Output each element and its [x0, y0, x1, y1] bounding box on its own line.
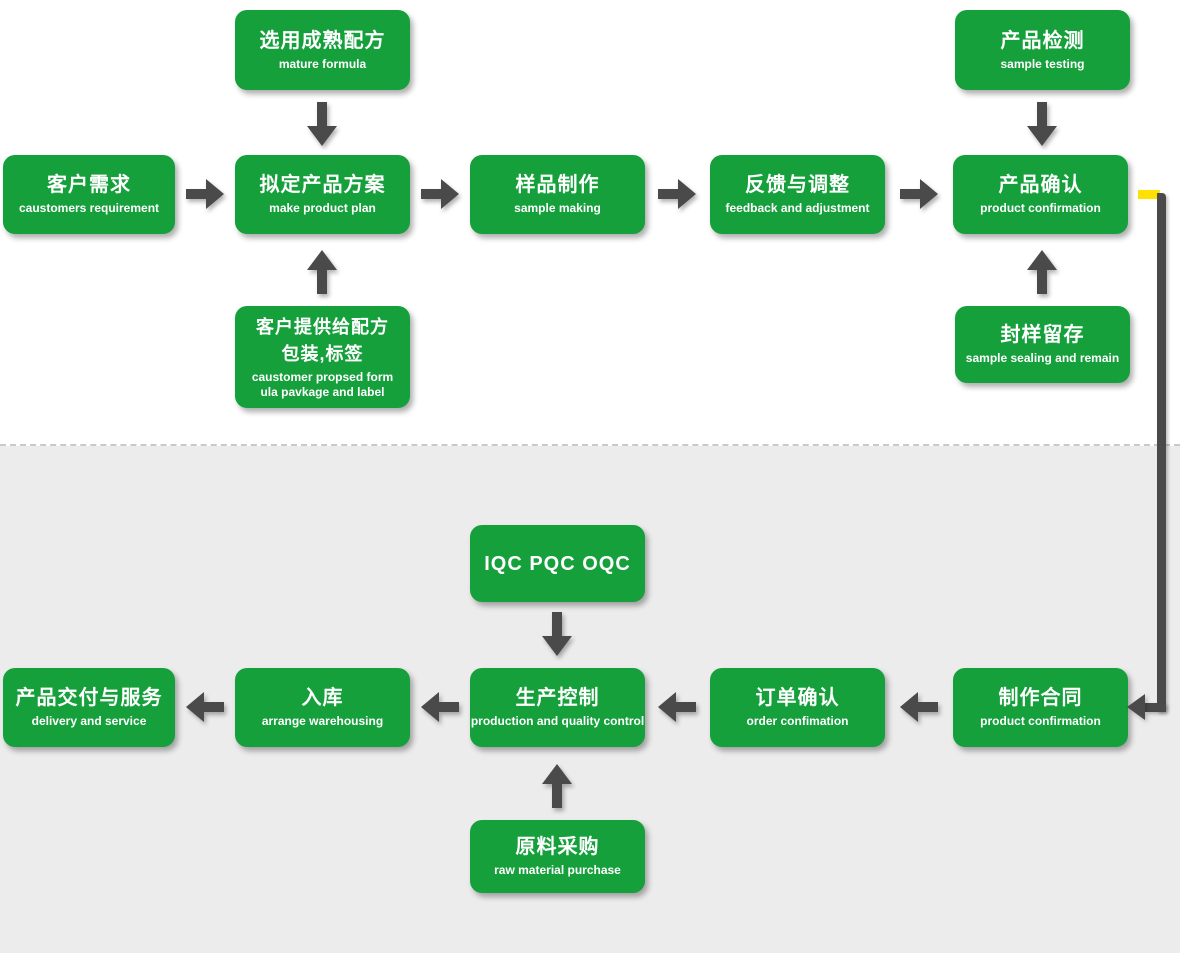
node-contract-making: 制作合同 product confirmation: [953, 668, 1128, 747]
connector-vertical-line: [1157, 193, 1166, 712]
arrow-left-icon: [900, 692, 938, 722]
node-warehousing: 入库 arrange warehousing: [235, 668, 410, 747]
node-title: 制作合同: [998, 687, 1083, 710]
arrow-up-icon: [307, 250, 337, 294]
connector-yellow-segment: [1138, 190, 1160, 199]
node-title: 样品制作: [515, 174, 600, 197]
node-product-plan: 拟定产品方案 make product plan: [235, 155, 410, 234]
node-title: 产品检测: [1000, 29, 1085, 52]
node-title: 拟定产品方案: [259, 174, 386, 197]
node-iqc-pqc-oqc: IQC PQC OQC: [470, 525, 645, 602]
node-sample-sealing: 封样留存 sample sealing and remain: [955, 306, 1130, 383]
node-subtitle: sample sealing and remain: [965, 351, 1120, 366]
node-feedback-adjustment: 反馈与调整 feedback and adjustment: [710, 155, 885, 234]
arrow-left-icon: [658, 692, 696, 722]
node-subtitle: arrange warehousing: [261, 714, 384, 729]
arrow-right-icon: [658, 179, 696, 209]
arrow-left-icon: [186, 692, 224, 722]
arrow-right-icon: [186, 179, 224, 209]
arrow-down-icon: [1027, 102, 1057, 146]
node-title: 生产控制: [515, 687, 600, 710]
arrow-up-icon: [542, 764, 572, 808]
node-subtitle: delivery and service: [31, 714, 147, 729]
connector-horizontal-shaft: [1145, 703, 1166, 712]
node-subtitle-line2: ula pavkage and label: [260, 384, 385, 399]
arrow-left-icon: [421, 692, 459, 722]
node-title: 订单确认: [755, 687, 840, 710]
node-title: 客户需求: [47, 174, 131, 197]
section-divider-dashed-line: [0, 444, 1180, 446]
node-title: 产品交付与服务: [15, 687, 163, 710]
node-title: 反馈与调整: [745, 174, 850, 197]
node-title: IQC PQC OQC: [484, 552, 631, 575]
node-title: 封样留存: [1000, 324, 1085, 347]
node-delivery-service: 产品交付与服务 delivery and service: [3, 668, 175, 747]
node-subtitle: mature formula: [278, 56, 367, 71]
arrow-right-icon: [421, 179, 459, 209]
node-production-control: 生产控制 production and quality control: [470, 668, 645, 747]
node-subtitle: order confimation: [746, 714, 849, 729]
node-title: 原料采购: [515, 836, 600, 859]
node-subtitle: production and quality control: [470, 714, 645, 729]
arrow-right-icon: [900, 179, 938, 209]
node-subtitle: product confirmation: [980, 714, 1101, 729]
node-order-confirmation: 订单确认 order confimation: [710, 668, 885, 747]
node-raw-material: 原料采购 raw material purchase: [470, 820, 645, 893]
node-title-line2: 包装,标签: [281, 343, 364, 364]
arrow-up-icon: [1027, 250, 1057, 294]
node-customer-requirement: 客户需求 caustomers requirement: [3, 155, 175, 234]
node-subtitle: raw material purchase: [494, 863, 621, 878]
arrow-down-icon: [542, 612, 572, 656]
node-subtitle: caustomers requirement: [18, 201, 160, 216]
node-sample-making: 样品制作 sample making: [470, 155, 645, 234]
connector-arrowhead-left-icon: [1127, 694, 1145, 720]
node-customer-formula: 客户提供给配方 包装,标签 caustomer propsed form ula…: [235, 306, 410, 408]
node-subtitle: product confirmation: [980, 201, 1101, 216]
node-mature-formula: 选用成熟配方 mature formula: [235, 10, 410, 90]
node-title: 选用成熟配方: [259, 29, 386, 52]
node-title: 入库: [301, 687, 344, 710]
node-title-line1: 客户提供给配方: [256, 317, 389, 338]
node-subtitle: feedback and adjustment: [725, 201, 870, 216]
node-product-confirmation: 产品确认 product confirmation: [953, 155, 1128, 234]
arrow-down-icon: [307, 102, 337, 146]
node-title: 产品确认: [998, 174, 1083, 197]
node-product-testing: 产品检测 sample testing: [955, 10, 1130, 90]
node-subtitle: sample making: [514, 201, 601, 216]
node-subtitle: sample testing: [1000, 56, 1085, 71]
node-subtitle-line1: caustomer propsed form: [251, 369, 394, 384]
node-subtitle: make product plan: [269, 201, 376, 216]
